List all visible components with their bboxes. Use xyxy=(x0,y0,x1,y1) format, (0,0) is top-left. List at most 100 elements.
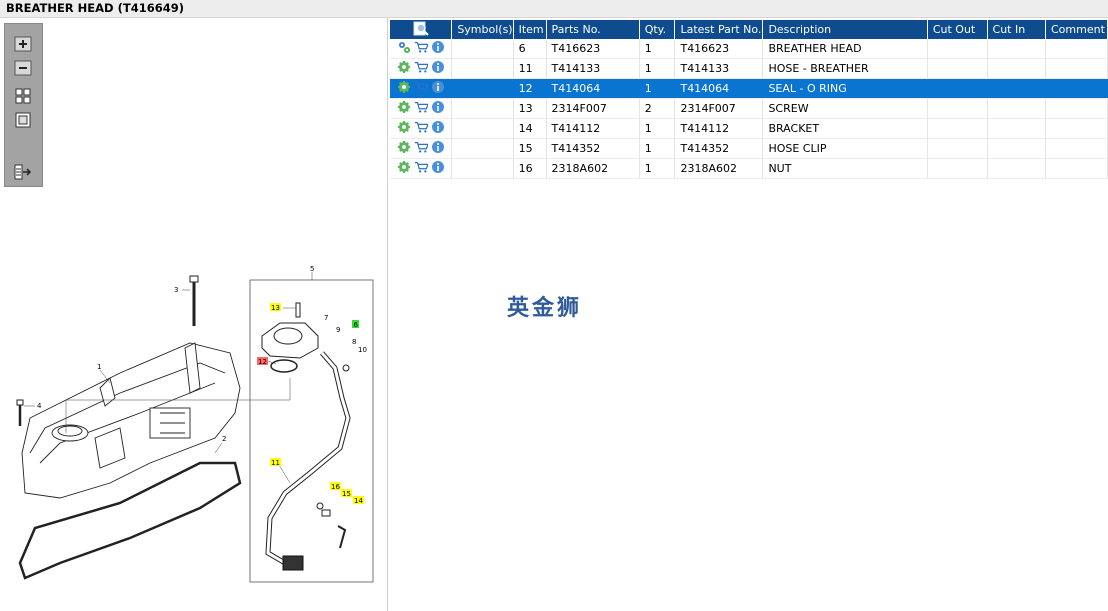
cut-out-cell xyxy=(927,78,988,99)
zoom-out-button[interactable] xyxy=(13,58,33,78)
description-cell: NUT xyxy=(762,158,928,179)
qty-cell: 1 xyxy=(639,39,676,59)
title-bar: BREATHER HEAD (T416649) xyxy=(0,0,1108,18)
callout-7: 7 xyxy=(324,314,328,322)
callout-16-highlight xyxy=(330,482,341,490)
cut-in-cell xyxy=(987,39,1046,59)
parts-table: Symbol(s) Item Parts No. Qty. Latest Par… xyxy=(390,20,1108,179)
callout-13[interactable]: 13 xyxy=(271,304,280,312)
cart-icon[interactable] xyxy=(414,100,428,117)
callout-15[interactable]: 15 xyxy=(342,490,351,498)
column-header-description[interactable]: Description xyxy=(762,20,928,39)
breather-head-drawing xyxy=(261,302,319,373)
column-header-qty[interactable]: Qty. xyxy=(639,20,676,39)
valve-cover-drawing xyxy=(21,342,241,499)
item-cell: 13 xyxy=(513,98,547,119)
exploded-parts-diagram[interactable]: 1 2 3 4 5 6 7 8 9 10 11 12 13 14 15 16 xyxy=(0,248,385,598)
diagram-pane[interactable]: 1 2 3 4 5 6 7 8 9 10 11 12 13 14 15 16 xyxy=(0,18,388,611)
callout-6[interactable]: 6 xyxy=(354,321,359,329)
cut-out-cell xyxy=(927,158,988,179)
column-header-latest-part-no[interactable]: Latest Part No. xyxy=(674,20,764,39)
info-icon[interactable] xyxy=(431,100,445,117)
zoom-out-icon xyxy=(14,60,32,76)
comment-cell xyxy=(1045,118,1108,139)
search-parts-icon[interactable] xyxy=(413,21,429,36)
callout-11[interactable]: 11 xyxy=(271,459,280,467)
cut-in-cell xyxy=(987,78,1046,99)
callout-16[interactable]: 16 xyxy=(331,483,340,491)
export-button[interactable] xyxy=(13,162,33,182)
gear-icon[interactable] xyxy=(397,80,411,97)
bolt-4-drawing xyxy=(16,399,24,426)
callout-13-highlight xyxy=(270,303,281,311)
callout-6-highlight xyxy=(352,320,359,328)
symbols-cell xyxy=(451,138,514,159)
bolt-3-drawing xyxy=(189,275,199,326)
window-title: BREATHER HEAD (T416649) xyxy=(6,1,184,15)
callout-12-highlight xyxy=(257,357,268,365)
parts-no-cell: 2318A602 xyxy=(546,158,640,179)
row-actions xyxy=(390,118,453,139)
cart-icon[interactable] xyxy=(414,60,428,77)
gear-icon[interactable] xyxy=(397,60,411,77)
latest-part-no-cell: T416623 xyxy=(674,39,764,59)
row-actions xyxy=(390,78,453,99)
cart-icon[interactable] xyxy=(414,140,428,157)
description-cell: HOSE - BREATHER xyxy=(762,58,928,79)
info-icon[interactable] xyxy=(431,60,445,77)
row-actions xyxy=(390,98,453,119)
callout-14[interactable]: 14 xyxy=(354,497,363,505)
cart-icon[interactable] xyxy=(414,40,428,57)
symbols-cell xyxy=(451,118,514,139)
column-header-symbols[interactable]: Symbol(s) xyxy=(451,20,514,39)
cart-icon[interactable] xyxy=(414,160,428,177)
info-icon[interactable] xyxy=(431,40,445,57)
cut-in-cell xyxy=(987,98,1046,119)
cut-out-cell xyxy=(927,58,988,79)
info-icon[interactable] xyxy=(431,120,445,137)
cart-icon[interactable] xyxy=(414,80,428,97)
column-header-parts-no[interactable]: Parts No. xyxy=(546,20,640,39)
callout-10: 10 xyxy=(358,346,367,354)
symbols-cell xyxy=(451,78,514,99)
gear-icon[interactable] xyxy=(397,100,411,117)
info-icon[interactable] xyxy=(431,160,445,177)
actual-size-button[interactable] xyxy=(13,110,33,130)
inset-frame xyxy=(249,279,374,583)
parts-list-pane: Symbol(s) Item Parts No. Qty. Latest Par… xyxy=(390,18,1108,611)
gear-icon[interactable] xyxy=(397,140,411,157)
gear-icon[interactable] xyxy=(397,160,411,177)
column-header-tools[interactable] xyxy=(390,20,453,39)
assembly-gear-icon[interactable] xyxy=(397,40,411,57)
latest-part-no-cell: T414352 xyxy=(674,138,764,159)
column-header-comment[interactable]: Comment xyxy=(1045,20,1108,39)
zoom-in-button[interactable] xyxy=(13,34,33,54)
column-header-cut-out[interactable]: Cut Out xyxy=(927,20,988,39)
callout-12[interactable]: 12 xyxy=(258,358,267,366)
column-header-cut-in[interactable]: Cut In xyxy=(987,20,1046,39)
item-cell: 15 xyxy=(513,138,547,159)
description-cell: BREATHER HEAD xyxy=(762,39,928,59)
cart-icon[interactable] xyxy=(414,120,428,137)
info-icon[interactable] xyxy=(431,140,445,157)
watermark: 英金狮 xyxy=(507,296,583,321)
fit-all-button[interactable] xyxy=(13,86,33,106)
item-cell: 16 xyxy=(513,158,547,179)
comment-cell xyxy=(1045,78,1108,99)
hose-connector-drawing xyxy=(282,555,304,571)
gear-icon[interactable] xyxy=(397,120,411,137)
column-header-item[interactable]: Item xyxy=(513,20,547,39)
zoom-toolbox xyxy=(4,23,43,187)
parts-no-cell: T414352 xyxy=(546,138,640,159)
info-icon[interactable] xyxy=(431,80,445,97)
qty-cell: 2 xyxy=(639,98,676,119)
row-actions xyxy=(390,39,453,59)
